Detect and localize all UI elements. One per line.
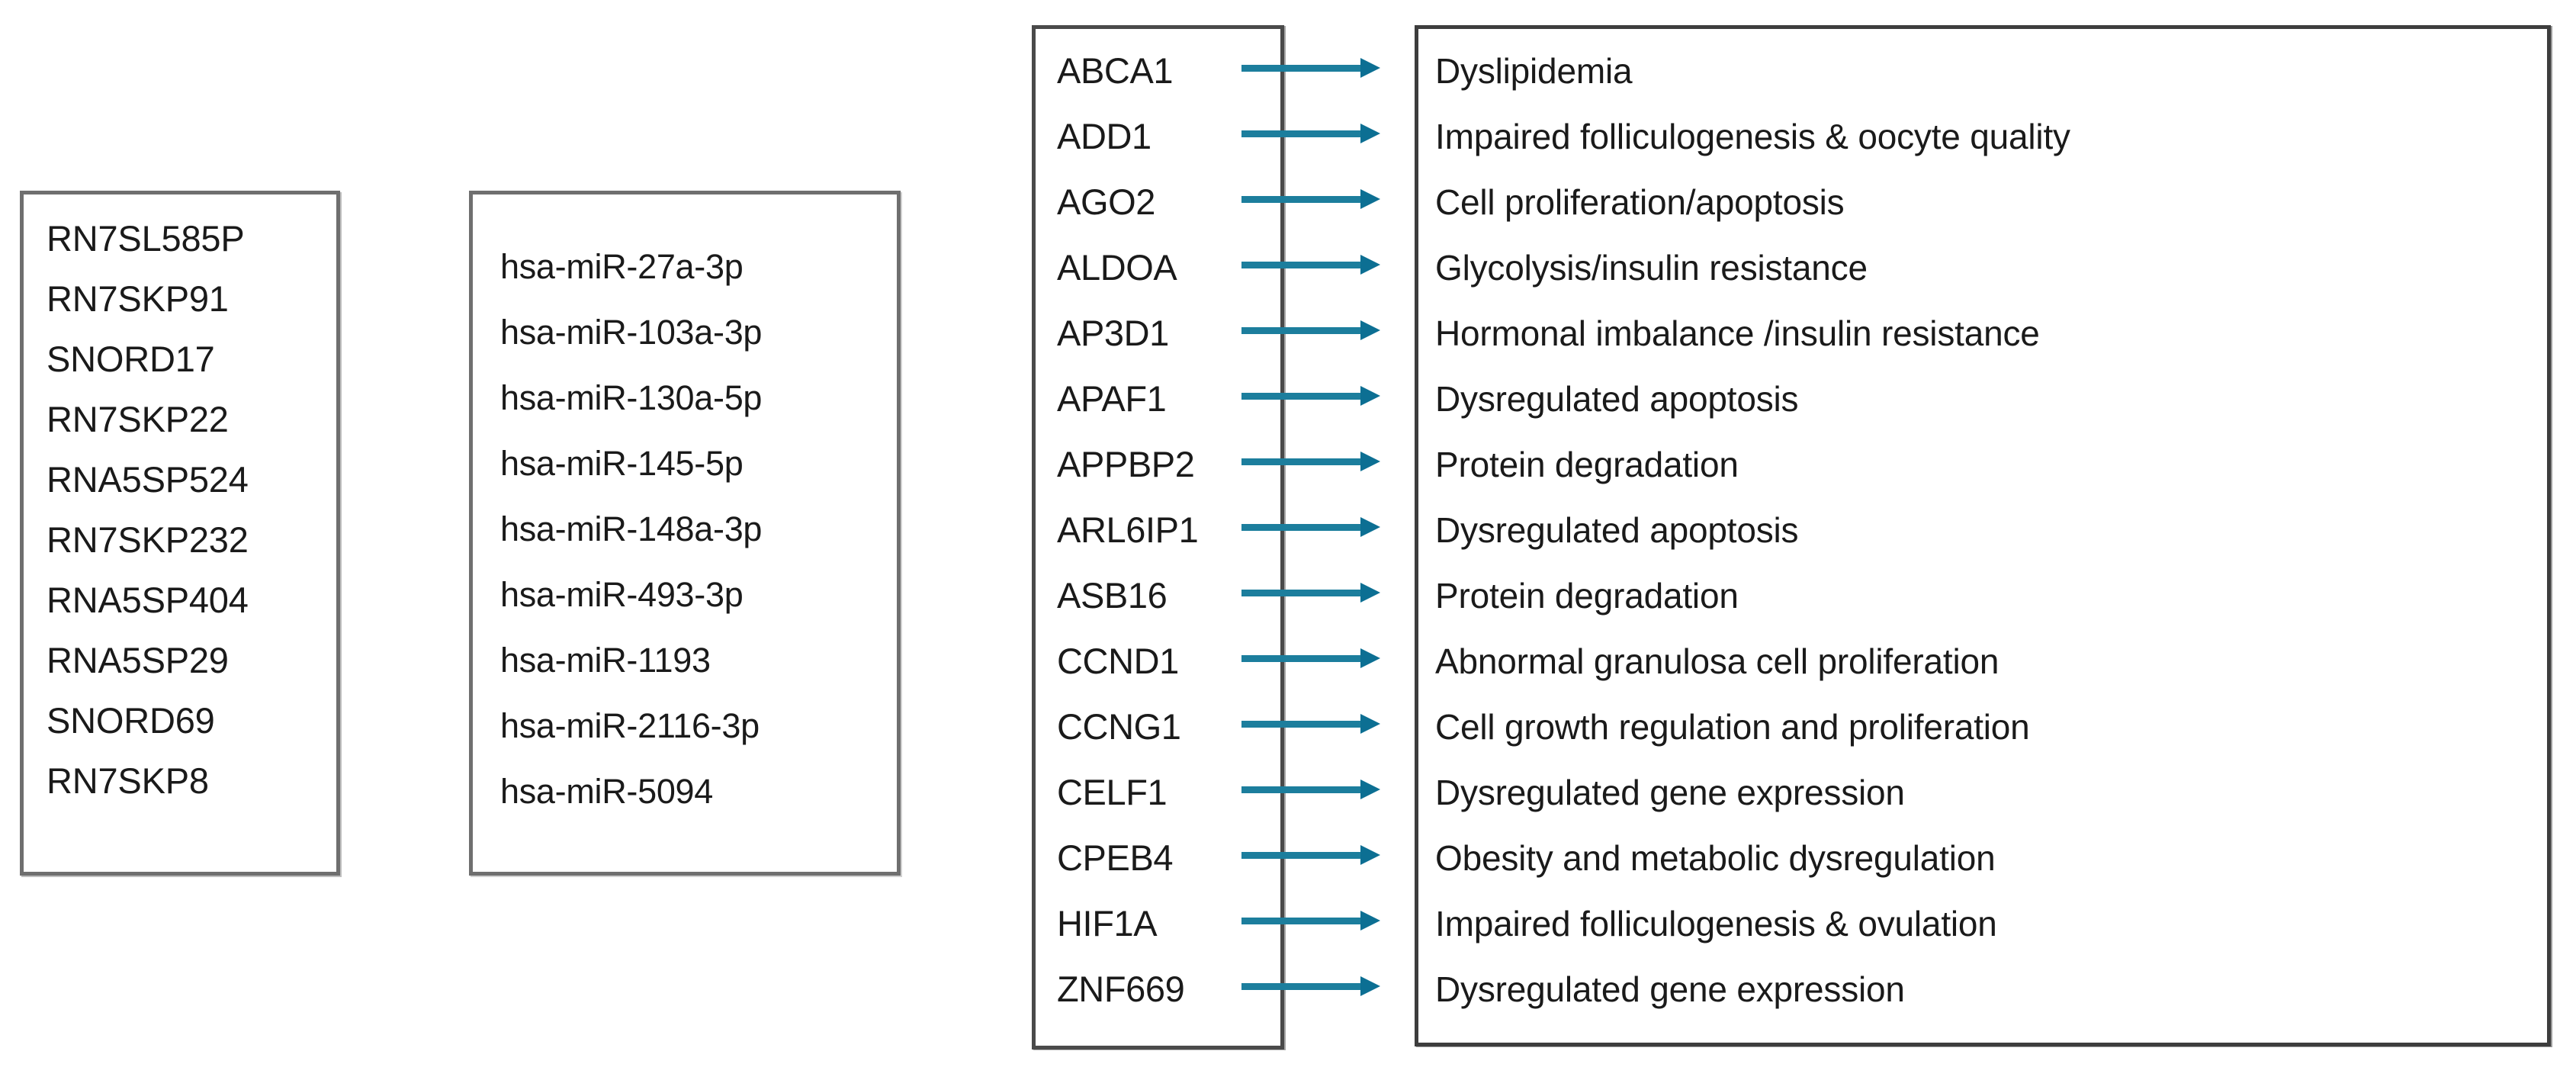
arrow-head [1360, 124, 1380, 143]
arrow-head [1360, 189, 1380, 209]
ncrna-item: RN7SL585P [47, 218, 245, 259]
outcome-item: Cell proliferation/apoptosis [1435, 182, 1845, 222]
outcome-item: Obesity and metabolic dysregulation [1435, 838, 1996, 878]
gene-item: ADD1 [1057, 116, 1151, 156]
mirna-item: hsa-miR-27a-3p [500, 247, 744, 286]
outcome-item: Dysregulated gene expression [1435, 773, 1905, 812]
arrow-head [1360, 648, 1380, 668]
gene-item: APAF1 [1057, 378, 1167, 419]
ncrna-item: RN7SKP8 [47, 760, 209, 801]
mirna-item: hsa-miR-5094 [500, 772, 714, 811]
mirna-item: hsa-miR-130a-5p [500, 378, 763, 417]
mirna-item: hsa-miR-2116-3p [500, 706, 760, 745]
outcome-item: Impaired folliculogenesis & ovulation [1435, 904, 1997, 943]
arrow-head [1360, 386, 1380, 406]
arrow-head [1360, 714, 1380, 734]
outcome-item: Protein degradation [1435, 445, 1739, 484]
outcome-item: Hormonal imbalance /insulin resistance [1435, 313, 2040, 353]
outcome-item: Dyslipidemia [1435, 51, 1633, 91]
gene-item: CPEB4 [1057, 837, 1174, 878]
mirna-panel: hsa-miR-27a-3p hsa-miR-103a-3p hsa-miR-130… [469, 191, 901, 876]
outcome-item: Dysregulated apoptosis [1435, 379, 1799, 419]
gene-item: ABCA1 [1057, 50, 1174, 91]
outcome-item: Dysregulated gene expression [1435, 969, 1905, 1009]
arrow-head [1360, 779, 1380, 799]
outcome-item: Abnormal granulosa cell proliferation [1435, 641, 1999, 681]
arrow-head [1360, 976, 1380, 996]
mirna-item: hsa-miR-493-3p [500, 575, 744, 614]
arrow-head [1360, 911, 1380, 931]
outcome-item: Cell growth regulation and proliferation [1435, 707, 2030, 747]
arrow-head [1360, 845, 1380, 865]
outcome-item: Impaired folliculogenesis & oocyte quali… [1435, 117, 2070, 156]
gene-item: CELF1 [1057, 772, 1168, 812]
outcome-item: Dysregulated apoptosis [1435, 510, 1799, 550]
gene-item: ZNF669 [1057, 969, 1185, 1009]
arrow-head [1360, 583, 1380, 603]
gene-item: AGO2 [1057, 182, 1156, 222]
arrow-head [1360, 320, 1380, 340]
ncrna-item: RN7SKP232 [47, 519, 249, 560]
ncrna-item: SNORD17 [47, 339, 215, 379]
ncrna-item: RN7SKP91 [47, 278, 229, 319]
gene-item: ALDOA [1057, 247, 1177, 288]
gene-item: ARL6IP1 [1057, 509, 1199, 550]
outcome-item: Glycolysis/insulin resistance [1435, 248, 1868, 288]
arrow-head [1360, 452, 1380, 471]
arrow-head [1360, 58, 1380, 78]
mirna-item: hsa-miR-103a-3p [500, 313, 763, 352]
arrow-head [1360, 255, 1380, 275]
gene-item: HIF1A [1057, 903, 1158, 943]
ncrna-item: SNORD69 [47, 700, 215, 741]
gene-item: CCND1 [1057, 641, 1179, 681]
gene-item: ASB16 [1057, 575, 1168, 616]
ncrna-item: RN7SKP22 [47, 399, 229, 439]
mirna-item: hsa-miR-145-5p [500, 444, 744, 483]
gene-item: AP3D1 [1057, 313, 1169, 353]
ncrna-item: RNA5SP524 [47, 459, 249, 500]
arrow-head [1360, 517, 1380, 537]
mirna-item: hsa-miR-1193 [500, 641, 711, 680]
gene-item: CCNG1 [1057, 706, 1181, 747]
ncrna-item: RNA5SP29 [47, 640, 229, 680]
mirna-list: hsa-miR-27a-3p hsa-miR-103a-3p hsa-miR-130… [500, 234, 892, 824]
ncrna-item: RNA5SP404 [47, 580, 249, 620]
mirna-item: hsa-miR-148a-3p [500, 509, 763, 548]
outcome-item: Protein degradation [1435, 576, 1739, 616]
gene-item: APPBP2 [1057, 444, 1195, 484]
